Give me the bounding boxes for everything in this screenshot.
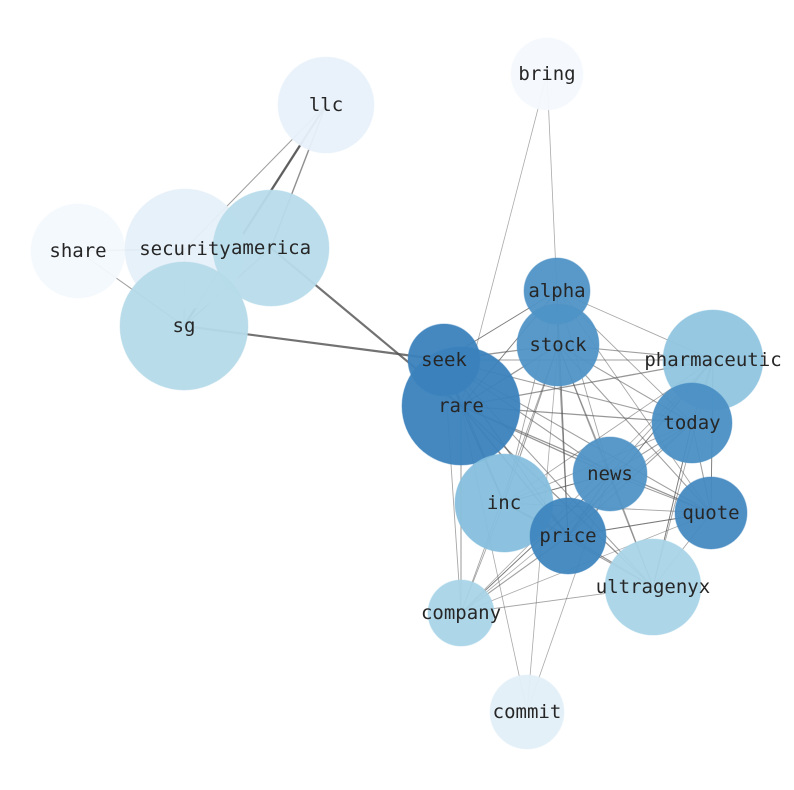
graph-node-label-llc: llc xyxy=(309,94,343,116)
graph-node-sg[interactable] xyxy=(119,261,249,391)
graph-node-america[interactable] xyxy=(212,189,330,307)
graph-node-label-security: security xyxy=(139,238,231,260)
graph-node-label-price: price xyxy=(539,525,596,547)
graph-node-label-sg: sg xyxy=(173,315,196,337)
graph-node-label-rare: rare xyxy=(438,395,484,417)
graph-node-price[interactable] xyxy=(529,497,607,575)
graph-node-label-inc: inc xyxy=(487,492,521,514)
graph-node-commit[interactable] xyxy=(489,674,565,750)
graph-node-quote[interactable] xyxy=(674,476,748,550)
graph-node-label-stock: stock xyxy=(529,334,587,356)
graph-node-label-share: share xyxy=(49,240,106,262)
graph-node-stock[interactable] xyxy=(516,303,600,387)
graph-node-company[interactable] xyxy=(427,579,495,647)
graph-node-llc[interactable] xyxy=(277,56,375,154)
graph-node-share[interactable] xyxy=(30,203,126,299)
graph-node-label-seek: seek xyxy=(421,349,467,371)
node-layer xyxy=(30,37,764,750)
graph-node-news[interactable] xyxy=(572,436,648,512)
graph-node-rare[interactable] xyxy=(401,346,521,466)
graph-node-label-company: company xyxy=(421,602,501,624)
graph-node-label-today: today xyxy=(663,412,720,434)
graph-node-label-ultragenyx: ultragenyx xyxy=(596,576,710,598)
graph-node-label-pharmaceutic: pharmaceutic xyxy=(644,349,781,371)
graph-node-today[interactable] xyxy=(651,382,733,464)
graph-node-label-america: america xyxy=(231,237,311,259)
graph-node-ultragenyx[interactable] xyxy=(604,538,702,636)
graph-node-label-bring: bring xyxy=(518,63,575,85)
graph-node-label-commit: commit xyxy=(493,701,562,723)
graph-node-label-alpha: alpha xyxy=(528,280,585,302)
graph-node-label-quote: quote xyxy=(682,502,739,524)
graph-node-bring[interactable] xyxy=(510,37,584,111)
graph-node-label-news: news xyxy=(587,463,633,485)
